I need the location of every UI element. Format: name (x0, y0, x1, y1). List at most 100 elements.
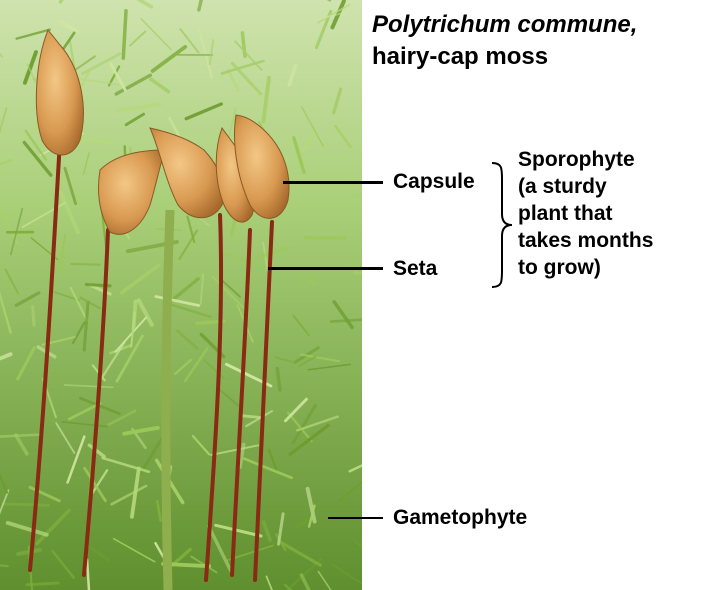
moss-leaf (262, 241, 269, 273)
moss-leaf (14, 433, 29, 456)
moss-leaf (51, 549, 75, 579)
moss-leaf (353, 539, 362, 549)
moss-leaf (238, 442, 246, 469)
moss-leaf (214, 523, 263, 538)
moss-leaf (284, 397, 308, 423)
moss-leaf (197, 27, 214, 79)
moss-leaf (298, 355, 317, 367)
moss-leaf (287, 63, 298, 87)
moss-leaf (220, 59, 265, 75)
moss-leaf (115, 334, 144, 383)
moss-leaf (59, 20, 80, 34)
moss-leaf (243, 457, 293, 480)
moss-leaf (228, 107, 237, 139)
moss-leaf (176, 329, 199, 350)
moss-leaf (114, 316, 148, 353)
setae (28, 138, 274, 582)
moss-leaf (275, 366, 282, 392)
moss-leaf (203, 359, 226, 380)
moss-leaf (87, 545, 110, 562)
moss-leaf (230, 61, 263, 96)
moss-leaf (337, 480, 362, 503)
moss-leaf (163, 301, 212, 319)
moss-leaf (267, 448, 278, 471)
moss-leaf (136, 0, 154, 9)
sporophyte-brace (491, 162, 513, 288)
sporophyte-line: takes months (518, 229, 654, 252)
moss-leaf (286, 411, 313, 443)
moss-leaf (110, 484, 148, 506)
moss-leaf (51, 290, 80, 302)
moss-leaf (114, 73, 153, 96)
moss-leaf (234, 40, 263, 71)
seta-leader-line (268, 267, 383, 270)
moss-leaf (109, 62, 127, 92)
moss-leaf (28, 485, 61, 503)
moss-leaf (22, 140, 53, 177)
moss-leaf (299, 573, 311, 590)
moss-leaf (122, 425, 160, 436)
moss-leaf (297, 272, 318, 286)
moss-leaf (82, 300, 90, 352)
gametophyte-leader-line (328, 517, 383, 519)
moss-leaf (300, 130, 318, 154)
moss-leaf (71, 77, 124, 87)
moss-leaf (179, 28, 200, 54)
moss-leaf (79, 396, 121, 415)
moss-leaf (332, 87, 343, 115)
moss-leaf (129, 30, 147, 47)
moss-leaf (121, 9, 128, 60)
sporophyte-line: Sporophyte (518, 148, 635, 171)
moss-leaf (291, 403, 317, 445)
moss-leaf (265, 575, 273, 590)
moss-leaf (0, 564, 9, 568)
moss-leaf (24, 129, 48, 162)
moss-leaf (277, 512, 285, 546)
moss-leaf (332, 300, 354, 330)
moss-leaf (348, 464, 362, 473)
moss-leaf (14, 291, 41, 307)
moss-leaf (208, 39, 215, 66)
moss-leaf (197, 0, 203, 12)
main-moss-stem (161, 209, 175, 590)
moss-leaf (70, 262, 101, 266)
moss-leaf (150, 45, 188, 73)
moss-leaf (130, 311, 136, 348)
moss-leaf (63, 384, 114, 389)
moss-leaf (173, 358, 193, 376)
moss-leaf (55, 422, 76, 454)
moss-leaf (67, 402, 102, 421)
moss-leaf (107, 409, 137, 426)
moss-leaf (334, 124, 352, 149)
moss-leaf (63, 166, 78, 206)
moss-leaf (283, 583, 293, 590)
moss-leaf (191, 434, 211, 456)
moss-leaf (0, 489, 10, 515)
capsule-leader-line (283, 181, 383, 184)
moss-leaf (206, 524, 233, 573)
moss-leaf (85, 558, 91, 590)
moss-leaf (140, 17, 172, 51)
moss-leaf (226, 68, 240, 93)
moss-leaf (0, 159, 12, 166)
moss-leaf (279, 540, 322, 567)
moss-leaf (0, 352, 13, 361)
moss-leaf (211, 275, 246, 310)
moss-leaf (329, 318, 362, 323)
moss-leaf (307, 504, 316, 528)
moss-leaf (22, 50, 38, 85)
sporophyte-line: (a sturdy (518, 175, 607, 198)
moss-leaf (292, 135, 306, 175)
capsule-label: Capsule (393, 170, 475, 193)
moss-leaf (66, 435, 86, 484)
moss-leaf (288, 423, 330, 456)
moss-leaf (81, 52, 122, 76)
moss-leaf (299, 353, 340, 363)
sporophyte-line: to grow) (518, 256, 601, 279)
moss-leaf (101, 456, 151, 474)
moss-leaf (308, 8, 359, 23)
moss-leaf (317, 570, 332, 590)
moss-leaf (292, 314, 310, 337)
moss-leaf (219, 278, 242, 298)
moss-leaf (331, 564, 362, 585)
